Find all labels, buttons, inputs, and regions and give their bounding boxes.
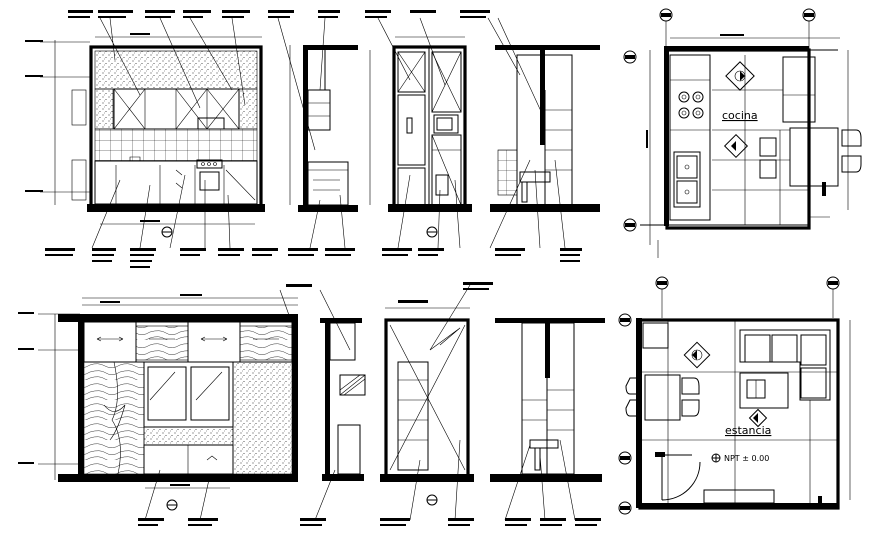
double-sink-icon	[673, 151, 701, 208]
living-floor-plan: estancia NPT ± 0.00	[618, 276, 851, 515]
level-label: NPT ± 0.00	[724, 454, 769, 463]
kitchen-elevation-2	[365, 10, 472, 256]
living-section-d	[490, 318, 605, 526]
living-room-label: estancia	[725, 424, 771, 437]
kitchen-floor-plan: cocina	[623, 8, 862, 258]
grid-axis-bubble-icon	[618, 313, 632, 327]
level-diamond-icon	[725, 61, 755, 91]
level-diamond-icon	[723, 133, 749, 159]
living-elevation-1	[18, 284, 312, 526]
kitchen-room-label: cocina	[722, 109, 758, 122]
grid-axis-bubble-icon	[623, 218, 637, 232]
grid-axis-bubble-icon	[623, 50, 637, 64]
note-blocks-bottom	[45, 248, 278, 268]
kitchen-section-a	[268, 10, 358, 256]
kitchen-elevation-1	[25, 10, 278, 268]
level-diamond-icon	[748, 408, 768, 428]
stove-burners-icon	[678, 91, 704, 119]
kitchen-section-b	[460, 10, 600, 262]
living-elevation-2	[380, 282, 493, 526]
level-diamond-icon	[683, 341, 711, 369]
note-blocks-top	[68, 10, 250, 18]
grid-axis-bubble-icon	[618, 451, 632, 465]
npt-level-marker: NPT ± 0.00	[711, 453, 769, 463]
grid-axis-bubble-icon	[618, 501, 632, 515]
living-section-c	[300, 289, 366, 526]
